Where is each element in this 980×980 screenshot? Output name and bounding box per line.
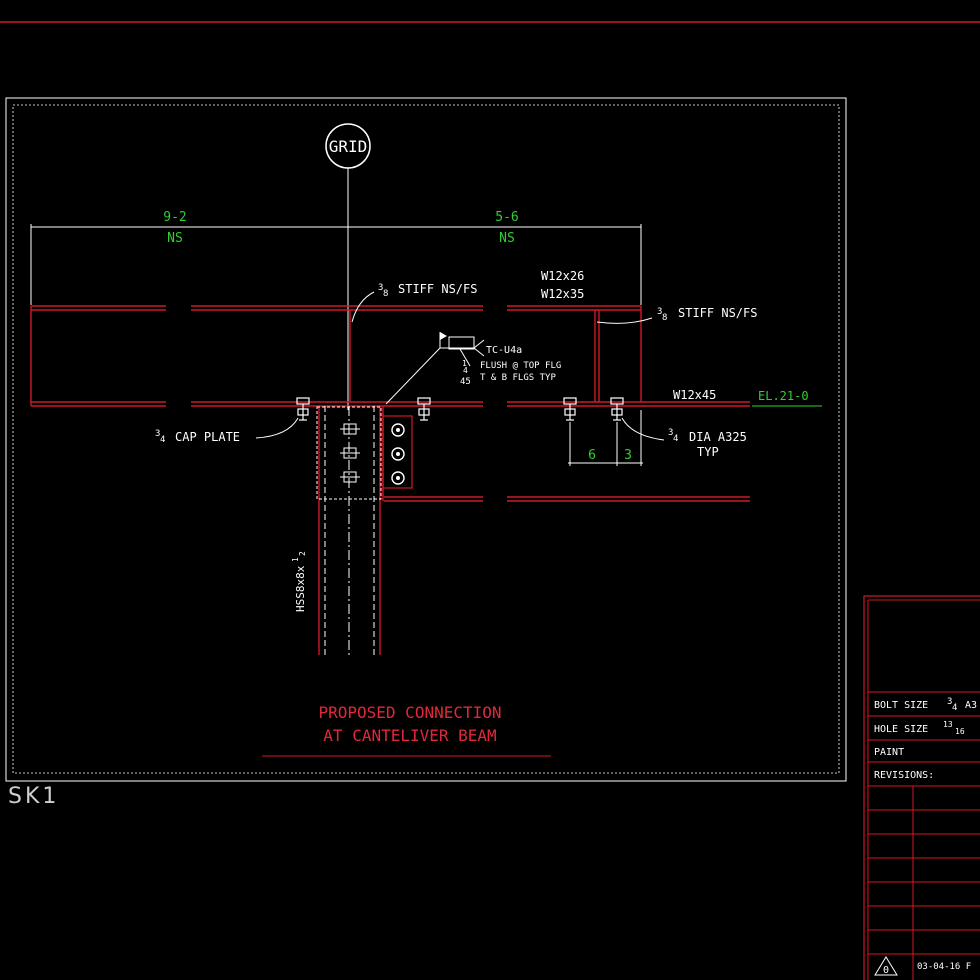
weld-note-1: FLUSH @ TOP FLG [480,361,561,371]
svg-text:4: 4 [160,435,165,445]
weld-ref: TC-U4a [486,345,522,356]
bolt-size-value: A3 [965,700,977,711]
span-dimension: 9-2 NS 5-6 NS [30,210,642,305]
weld-angle: 45 [460,377,471,387]
revisions-label: REVISIONS: [874,770,934,781]
svg-text:3: 3 [155,429,160,439]
bolt-dia-text: DIA A325 [689,430,747,444]
svg-text:2: 2 [298,551,307,556]
svg-text:8: 8 [383,289,388,299]
upper-beam [30,305,750,407]
title-block: BOLT SIZE 3 4 A3 HOLE SIZE 13 16 PAINT R… [863,595,980,980]
column-label: HSS8x8x 1 2 [291,551,307,612]
svg-text:4: 4 [952,703,957,713]
cap-plate-callout: 3 4 CAP PLATE [155,417,299,445]
svg-text:4: 4 [673,434,678,444]
svg-text:1: 1 [462,359,467,368]
svg-text:1: 1 [291,557,300,562]
svg-text:8: 8 [662,313,667,323]
svg-text:13: 13 [943,720,953,729]
svg-text:3: 3 [378,283,383,293]
beam-label-w12x45: W12x45 [673,388,716,402]
beam-label-w12x35: W12x35 [541,287,584,301]
dim-bolt-6: 6 [588,448,596,463]
dim-right-value: 5-6 [495,210,518,225]
elevation-marker: EL.21-0 [752,389,822,407]
grid-bubble: GRID [325,123,371,410]
stiff-left-callout: 3 8 STIFF NS/FS [351,282,477,323]
revision-triangle-icon: 0 [874,956,898,976]
drawing-title: PROPOSED CONNECTION AT CANTELIVER BEAM [262,703,551,757]
bolt-dia-callout: 3 4 DIA A325 TYP [621,417,747,459]
svg-text:16: 16 [955,727,965,736]
grid-label: GRID [329,137,368,156]
stiff-left-text: STIFF NS/FS [398,282,477,296]
bolt-3 [563,397,577,421]
title-line-2: AT CANTELIVER BEAM [323,726,496,745]
bolt-spacing-dimension: 6 3 [568,410,643,466]
weld-symbol: TC-U4a FLUSH @ TOP FLG T & B FLGS TYP 1 … [385,332,561,405]
cap-plate-text: CAP PLATE [175,430,240,444]
drawing-frame-inner [12,104,840,774]
bolt-1 [296,397,310,421]
dim-right-sub: NS [499,231,515,246]
bolt-4 [610,397,624,421]
hole-size-label: HOLE SIZE [874,724,928,735]
bolt-size-label: BOLT SIZE [874,700,928,711]
column-label-text: HSS8x8x [294,565,307,612]
weld-note-2: T & B FLGS TYP [480,373,556,383]
dim-left-sub: NS [167,231,183,246]
beam-label-w12x26: W12x26 [541,269,584,283]
revision-date: 03-04-16 F [917,962,971,972]
stiff-right-callout: 3 8 STIFF NS/FS [596,306,757,324]
dim-bolt-3: 3 [624,448,632,463]
title-line-1: PROPOSED CONNECTION [318,703,501,722]
flange-bolts [296,397,624,421]
sheet-label: SK1 [8,784,59,809]
stiff-right-text: STIFF NS/FS [678,306,757,320]
svg-text:0: 0 [883,965,889,976]
elevation-text: EL.21-0 [758,389,809,403]
dim-left-value: 9-2 [163,210,186,225]
svg-text:3: 3 [657,307,662,317]
bolt-2 [417,397,431,421]
paint-label: PAINT [874,747,904,758]
svg-text:3: 3 [947,697,952,707]
svg-text:4: 4 [463,366,468,375]
svg-text:3: 3 [668,428,673,438]
hss-column [316,406,413,655]
bolt-dia-typ: TYP [697,445,719,459]
drawing-frame-outer [5,97,847,782]
